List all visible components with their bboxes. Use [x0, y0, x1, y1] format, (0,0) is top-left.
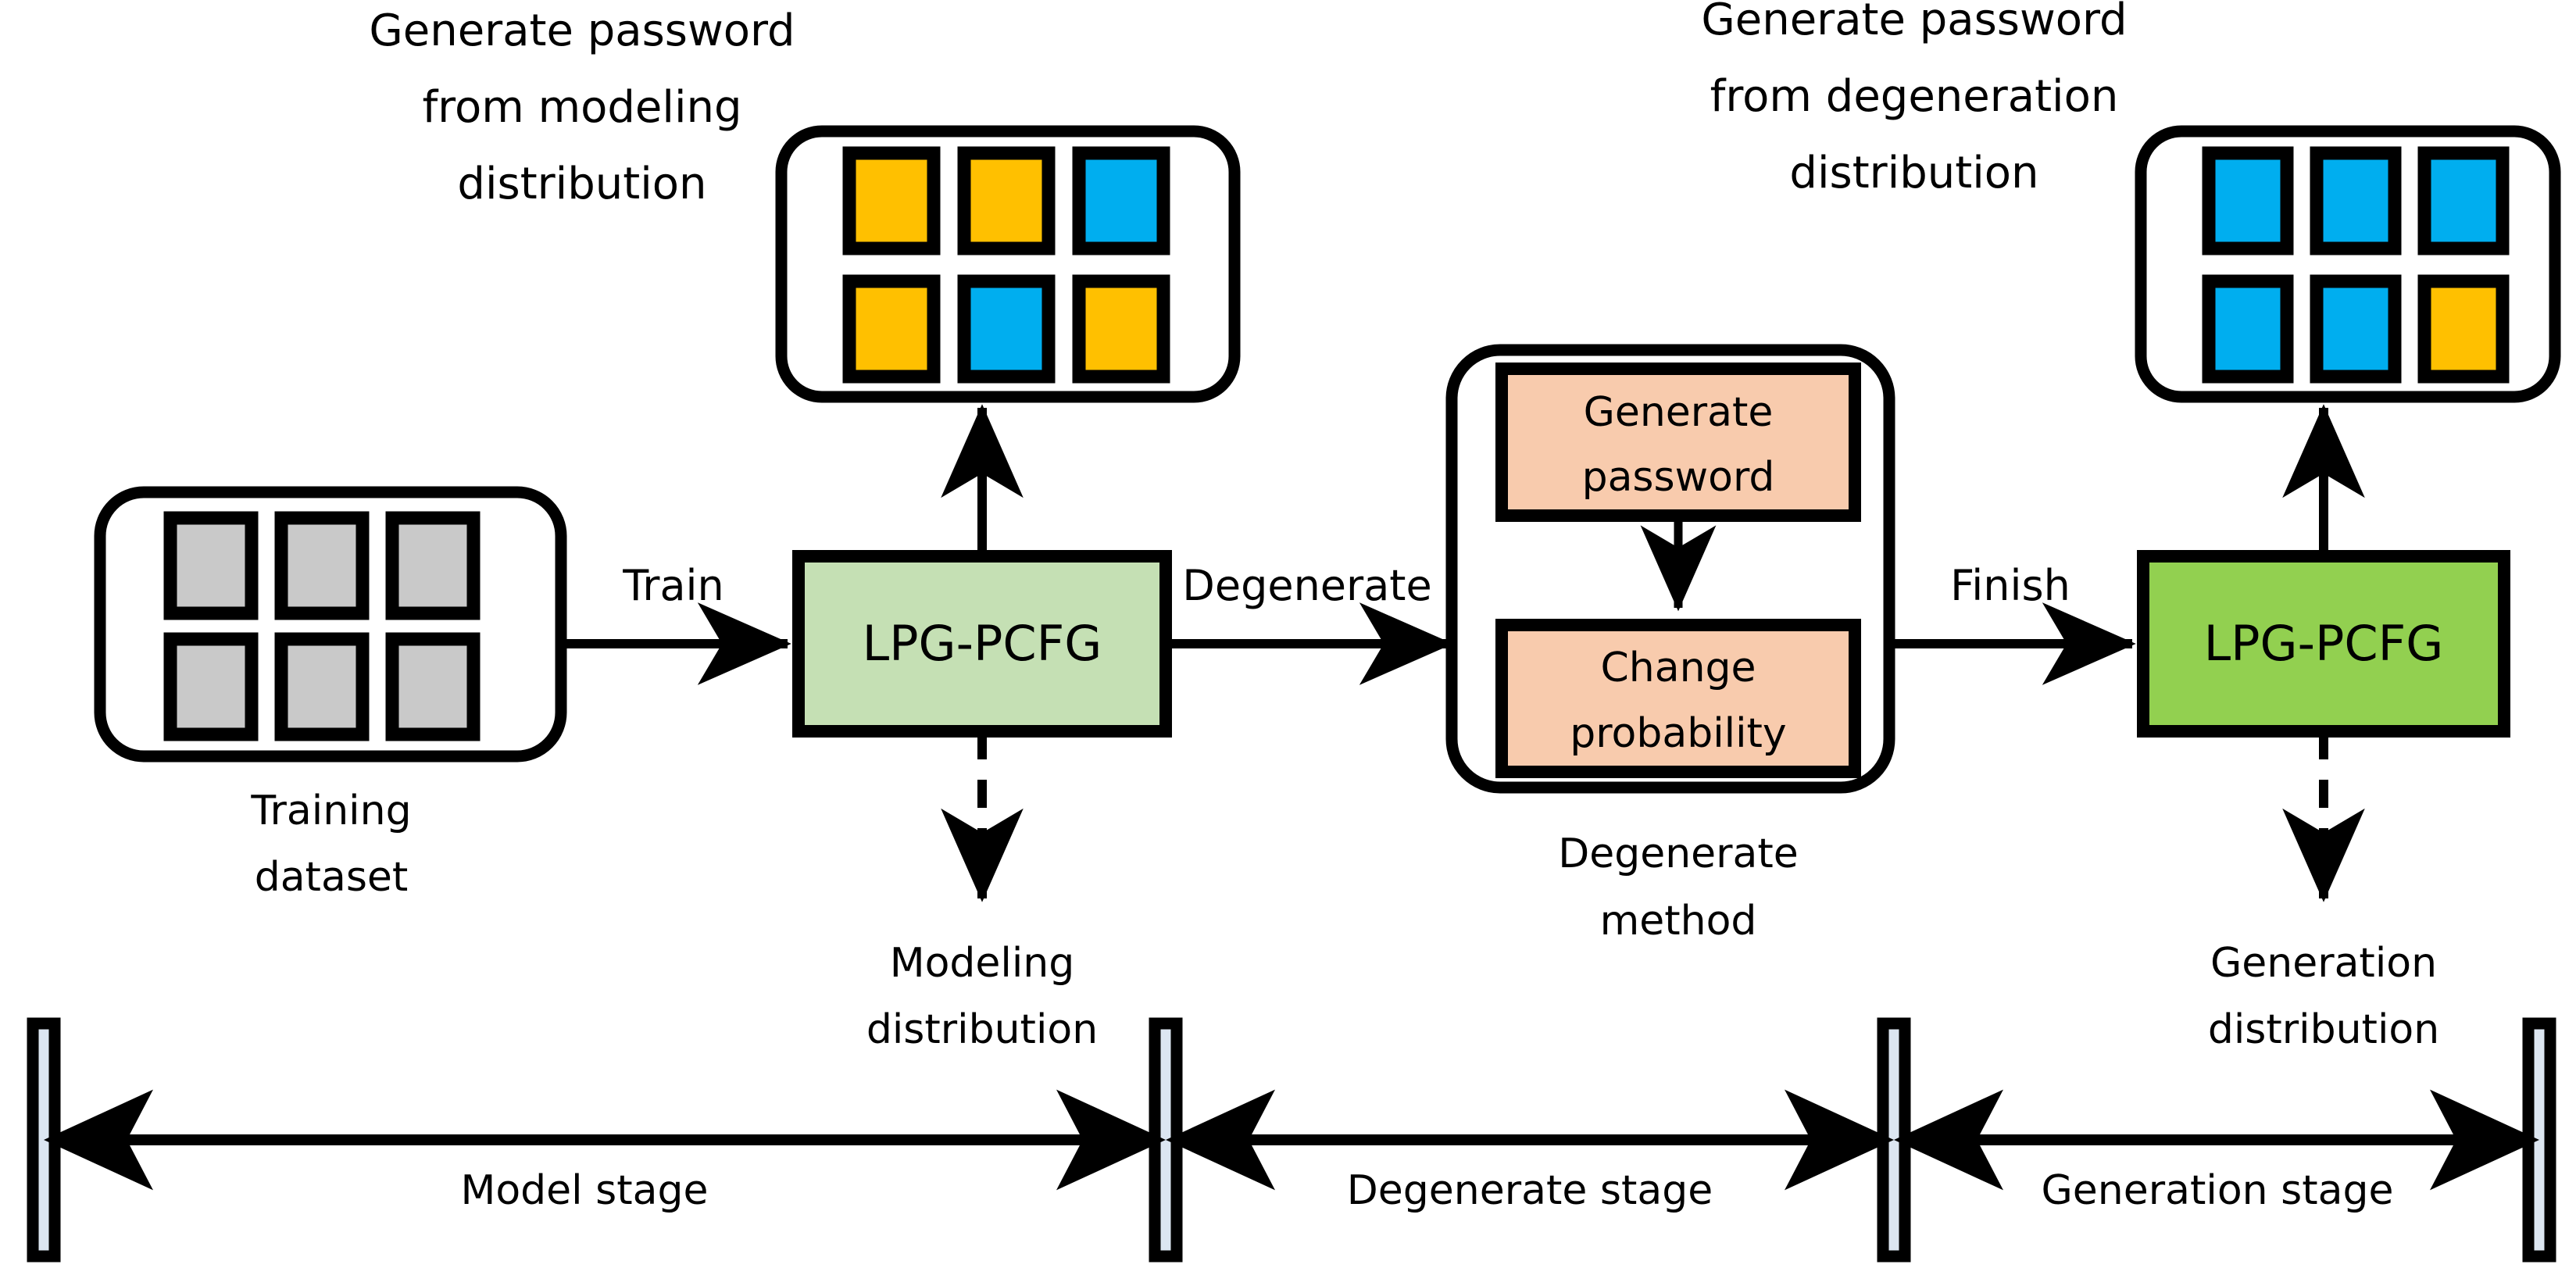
training-dataset-label-line-1: Training	[250, 788, 411, 834]
sample-cell	[2310, 274, 2402, 384]
sample-cell	[2417, 274, 2510, 384]
sample-cell	[957, 146, 1056, 255]
edge-degenerate-label: Degenerate	[1182, 561, 1431, 610]
caption-modeling-line-2: from modeling	[422, 82, 741, 133]
timeline-tick	[27, 1017, 61, 1263]
node-generation-pcfg-label: LPG-PCFG	[2204, 615, 2444, 672]
edge-train-label: Train	[622, 561, 724, 610]
timeline-label-degenerate-stage: Degenerate stage	[1347, 1167, 1713, 1214]
degenerate-method-label-line-1: Degenerate	[1558, 830, 1799, 877]
training-dataset-label-line-2: dataset	[255, 854, 409, 901]
timeline-tick	[1877, 1017, 1911, 1263]
caption-degeneration-line-3: distribution	[1789, 148, 2038, 198]
training-cell	[274, 632, 370, 741]
caption-modeling-line-3: distribution	[457, 159, 706, 209]
training-cell	[274, 511, 370, 620]
step-change-probability-line-1: Change	[1600, 645, 1756, 691]
sample-cell	[2202, 274, 2294, 384]
training-cell	[163, 511, 259, 620]
node-model-pcfg[interactable]: LPG-PCFG	[792, 550, 1172, 738]
timeline-label-generation-stage: Generation stage	[2042, 1167, 2394, 1214]
step-generate-password-line-2: password	[1582, 454, 1775, 501]
sample-cell	[842, 274, 941, 384]
training-dataset-panel: Training dataset	[94, 486, 567, 901]
label-modeling-distribution-line-1: Modeling	[890, 940, 1075, 987]
node-generation-pcfg-box[interactable]	[2137, 550, 2510, 738]
sample-cell	[842, 146, 941, 255]
timeline-tick	[2522, 1017, 2556, 1263]
step-generate-password-box[interactable]	[1495, 363, 1861, 522]
stage-timeline: Model stage Degenerate stage Generation …	[27, 1017, 2556, 1263]
modeling-sample-panel	[775, 125, 1241, 403]
step-generate-password-line-1: Generate	[1584, 389, 1774, 436]
step-change-probability-line-2: probability	[1570, 710, 1786, 757]
training-cell	[385, 511, 481, 620]
step-change-probability-box[interactable]	[1495, 619, 1861, 778]
training-cell	[163, 632, 259, 741]
caption-degeneration: Generate password from degeneration dist…	[1701, 0, 2127, 198]
label-generation-distribution-line-2: distribution	[2208, 1006, 2439, 1053]
timeline-tick	[1149, 1017, 1183, 1263]
node-degenerate-method[interactable]: Generate password Change probability Deg…	[1445, 344, 1895, 945]
caption-modeling: Generate password from modeling distribu…	[369, 5, 795, 209]
degeneration-sample-panel	[2135, 125, 2561, 403]
sample-cell	[957, 274, 1056, 384]
edge-finish-label: Finish	[1950, 561, 2070, 610]
training-cell	[385, 632, 481, 741]
caption-degeneration-line-2: from degeneration	[1710, 71, 2119, 122]
sample-cell	[2310, 146, 2402, 255]
caption-degeneration-line-1: Generate password	[1701, 0, 2127, 45]
node-generation-pcfg[interactable]: LPG-PCFG	[2137, 550, 2510, 738]
label-modeling-distribution-line-2: distribution	[866, 1006, 1098, 1053]
degenerate-method-label-line-2: method	[1600, 898, 1757, 945]
label-generation-distribution-line-1: Generation	[2210, 940, 2437, 987]
sample-cell	[2202, 146, 2294, 255]
sample-cell	[1072, 274, 1170, 384]
timeline-label-model-stage: Model stage	[460, 1167, 708, 1214]
sample-cell	[2417, 146, 2510, 255]
sample-cell	[1072, 146, 1170, 255]
node-model-pcfg-label: LPG-PCFG	[863, 615, 1102, 672]
caption-modeling-line-1: Generate password	[369, 5, 795, 56]
